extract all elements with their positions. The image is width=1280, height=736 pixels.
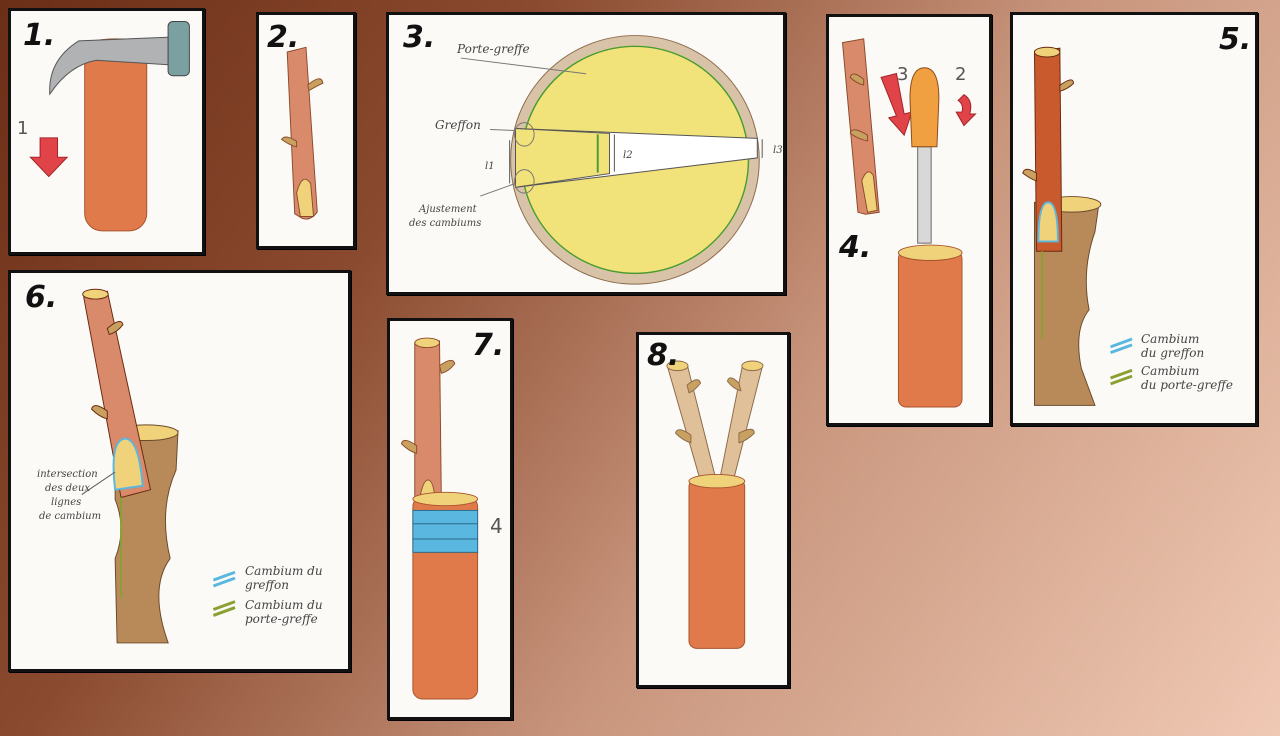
legend-green-label-2: du porte-greffe [1141, 378, 1233, 392]
legend-green-label-1: Cambium [1141, 364, 1200, 378]
legend-blue-label-1: Cambium [1141, 332, 1200, 346]
label-intersection-4: de cambium [39, 511, 102, 522]
scion-wedge [112, 437, 144, 491]
step-number: 6. [25, 280, 58, 315]
label-3: 3 [897, 64, 909, 85]
scion-wedge [1037, 201, 1059, 243]
bud-icon [1022, 168, 1037, 182]
legend-blue-swatch [1110, 337, 1133, 355]
step-1-panel: 1. 1 [8, 8, 205, 255]
step-2-illustration [280, 46, 324, 220]
scion-wedge [515, 128, 610, 188]
hammer-handle [167, 20, 190, 77]
bud-icon [674, 429, 692, 444]
scion-branch [841, 38, 880, 215]
bud-icon [438, 359, 456, 374]
bud-icon [849, 129, 869, 142]
bud-icon [280, 136, 298, 148]
scion-wedge [861, 171, 878, 213]
scion-wedge [296, 178, 315, 217]
step-4-illustration [841, 38, 977, 408]
label-2: 2 [955, 64, 967, 85]
legend-blue-label-2: greffon [245, 578, 289, 592]
step-3-panel: 3. Porte-greffe Greffon l1 l2 l3 Ajustem… [386, 12, 786, 295]
legend-green-swatch [1110, 368, 1133, 386]
arrow-label: 1 [17, 118, 29, 139]
step-number: 3. [403, 20, 436, 55]
screwdriver-handle [909, 67, 940, 148]
scion-branch-right [719, 363, 763, 482]
step-5-panel: 5. Cambium du greffon Cambium du porte-g… [1010, 12, 1258, 426]
label-intersection-2: des deux [45, 483, 91, 494]
bud-icon [307, 78, 324, 92]
rootstock-trunk [688, 478, 746, 649]
bud-icon [400, 439, 418, 454]
bud-icon [849, 73, 865, 86]
rootstock-trunk [897, 250, 963, 408]
bud-icon [686, 379, 702, 394]
grafting-tape [412, 509, 479, 553]
bud-icon [738, 428, 755, 444]
label-des-cambiums: des cambiums [409, 218, 482, 229]
step-5-illustration [1022, 46, 1133, 406]
step-3-cross-section [460, 35, 763, 285]
legend-green-label-2: porte-greffe [245, 612, 318, 626]
step-7-panel: 7. 4 [387, 318, 513, 720]
side-label: 4 [490, 514, 503, 538]
step-number: 8. [647, 338, 680, 373]
rotate-arrow-2 [955, 94, 977, 127]
scion-branch [286, 46, 318, 220]
step-7-illustration [400, 337, 479, 700]
bud-icon [1059, 79, 1074, 92]
label-l1: l1 [485, 161, 495, 172]
down-arrow [29, 137, 69, 178]
step-2-panel: 2. [256, 12, 356, 249]
bud-icon [726, 377, 742, 392]
step-number: 2. [267, 20, 300, 55]
legend-blue-swatch [212, 570, 236, 588]
step-1-illustration [29, 20, 190, 232]
step-number: 5. [1219, 22, 1252, 57]
step-number: 4. [839, 230, 872, 265]
step-number: 7. [472, 328, 505, 363]
label-l3: l3 [773, 145, 783, 156]
bud-icon [106, 320, 124, 336]
down-arrow-3 [880, 72, 913, 137]
bud-icon [91, 405, 108, 420]
legend-blue-label-2: du greffon [1141, 346, 1205, 360]
step-8-panel: 8. [636, 332, 790, 688]
rootstock-split [1033, 201, 1100, 406]
label-l2: l2 [623, 150, 633, 161]
legend-green-swatch [212, 600, 236, 617]
step-8-illustration [666, 360, 764, 649]
label-porte-greffe: Porte-greffe [457, 42, 530, 56]
step-6-panel: 6. intersection des deux lignes de cambi… [8, 270, 351, 672]
step-6-illustration [81, 288, 236, 644]
rootstock-trunk [84, 44, 148, 232]
step-4-panel: 4. 3 2 [826, 14, 992, 426]
screwdriver-shaft [917, 146, 932, 244]
label-greffon: Greffon [435, 118, 481, 132]
legend-green-label-1: Cambium du [245, 598, 323, 612]
legend-blue-label-1: Cambium du [245, 564, 323, 578]
label-ajustement: Ajustement [419, 204, 477, 215]
label-intersection-1: intersection [37, 469, 98, 480]
label-intersection-3: lignes [51, 497, 82, 508]
step-number: 1. [23, 18, 56, 53]
